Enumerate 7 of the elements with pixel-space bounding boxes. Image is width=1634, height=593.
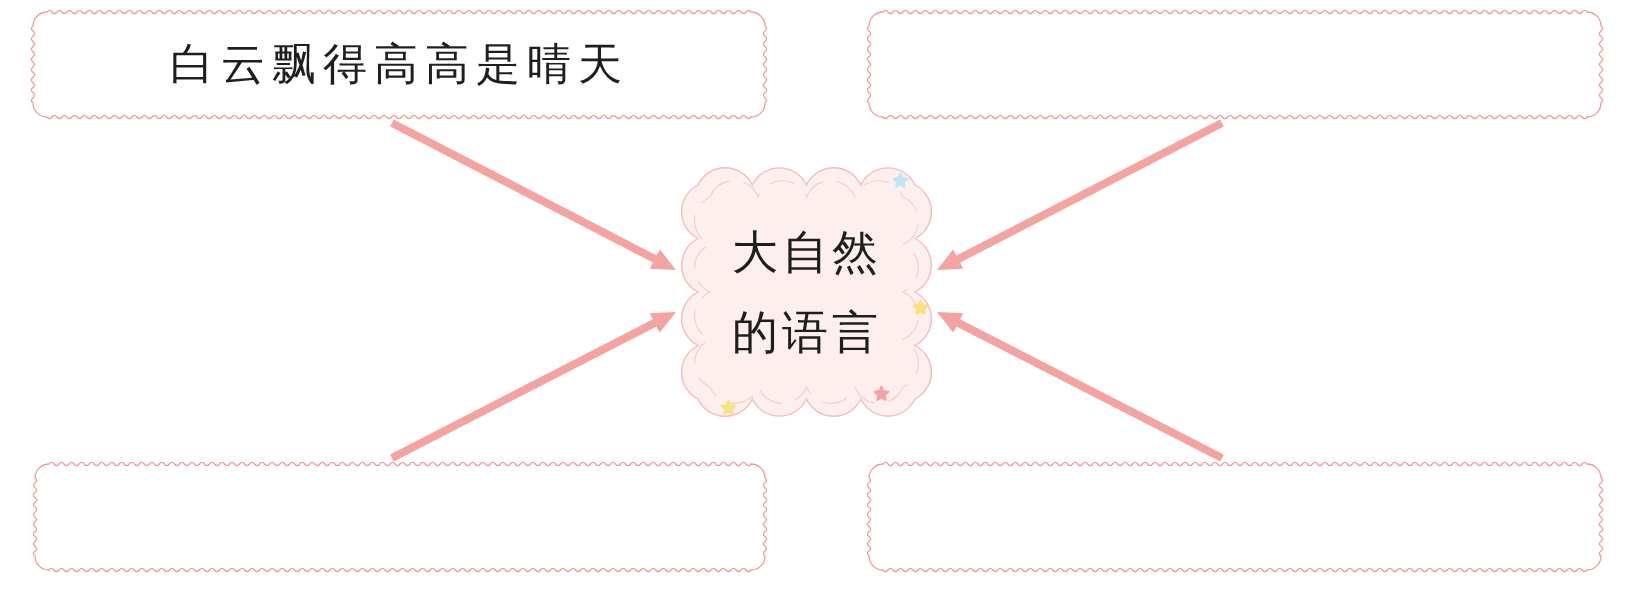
title-text: 大自然的语言: [730, 224, 883, 361]
wavy-box: [29, 8, 769, 121]
answer-box: [865, 460, 1605, 574]
answer-box: [31, 460, 769, 574]
answer-box: [865, 8, 1605, 121]
cloud-shape: [680, 167, 933, 417]
sentence-text: 白云飘得高高是晴天: [169, 38, 629, 91]
